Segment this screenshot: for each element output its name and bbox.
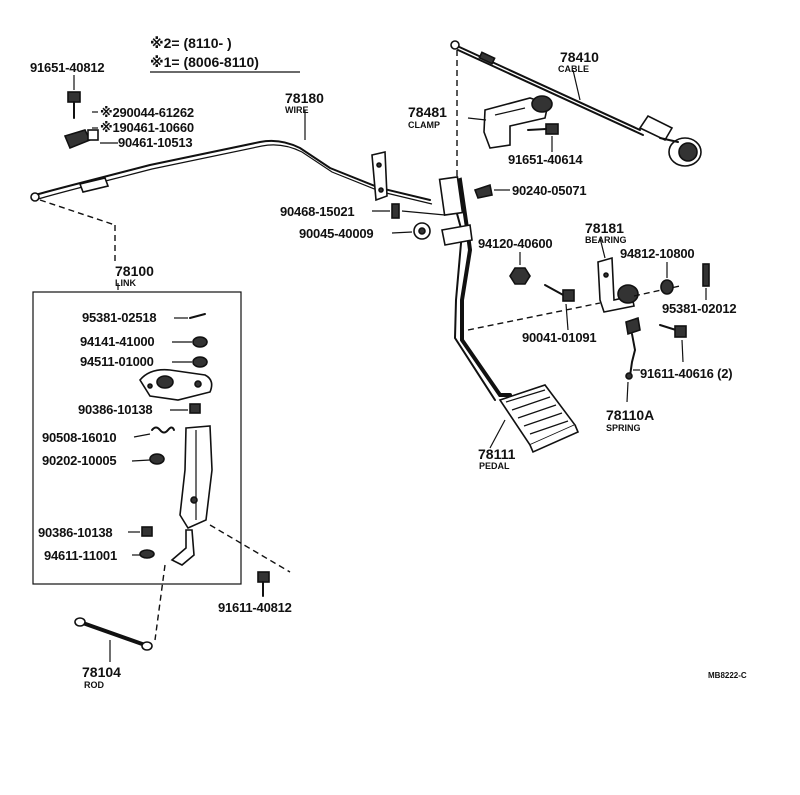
clamp-78481-drawing <box>483 95 553 149</box>
leader-90041 <box>565 303 569 331</box>
link-90468 <box>401 210 446 216</box>
bearing-78181-drawing <box>597 256 639 313</box>
leader-78110A <box>626 381 629 403</box>
link-to-rod-dashed <box>154 564 166 641</box>
label-78100: 78100 <box>115 263 154 279</box>
clip-90461-drawing <box>63 129 99 150</box>
label-90461-10513: 90461-10513 <box>118 135 192 150</box>
label-78100-name: LINK <box>115 278 136 288</box>
label-90386-10138-b: 90386-10138 <box>38 525 112 540</box>
shaft-centerline-2 <box>633 285 681 297</box>
diagram-code: MB8222-C <box>708 671 747 680</box>
label-90044-61262: ※290044-61262 <box>100 105 194 120</box>
washer-94511-drawing <box>192 356 208 368</box>
washer-94141-drawing <box>192 336 208 348</box>
washer-90202-drawing <box>149 453 165 465</box>
label-95381-02012: 95381-02012 <box>662 301 736 316</box>
label-90240-05071: 90240-05071 <box>512 183 586 198</box>
shaft-centerline <box>467 302 601 331</box>
label-78481: 78481 <box>408 104 447 120</box>
leader-78410 <box>572 69 581 101</box>
label-78110A: 78110A <box>606 407 654 423</box>
note-1: ※1= (8006-8110) <box>150 54 259 70</box>
label-94611-11001: 94611-11001 <box>44 548 117 563</box>
leader-78481 <box>467 117 487 121</box>
leader-90508 <box>133 433 151 438</box>
leader-91611-40616 <box>681 339 684 363</box>
label-94120-40600: 94120-40600 <box>478 236 552 251</box>
leader-90045 <box>391 231 413 234</box>
washer-94812-drawing <box>660 279 674 295</box>
label-90508-16010: 90508-16010 <box>42 430 116 445</box>
pin-95381-02012-drawing <box>702 263 710 287</box>
label-90045-40009: 90045-40009 <box>299 226 373 241</box>
label-91651-40614: 91651-40614 <box>508 152 583 167</box>
link-arm-drawing <box>170 425 213 566</box>
bolt-91611-40812-drawing <box>257 571 270 597</box>
note-2: ※2= (8110- ) <box>150 35 232 51</box>
label-91611-40616: 91611-40616 (2) <box>640 366 732 381</box>
label-78181: 78181 <box>585 220 624 236</box>
label-91651-40812: 91651-40812 <box>30 60 104 75</box>
label-90041-01091: 90041-01091 <box>522 330 596 345</box>
label-78111-name: PEDAL <box>479 461 510 471</box>
label-78104-name: ROD <box>84 680 105 690</box>
spring-90508-drawing <box>151 426 175 434</box>
label-78180: 78180 <box>285 90 324 106</box>
leader-90202 <box>131 459 151 462</box>
leader-78111 <box>489 419 506 449</box>
bushing-90386-b-drawing <box>141 526 153 537</box>
label-78481-name: CLAMP <box>408 120 440 130</box>
stopper-90240-drawing <box>473 183 493 199</box>
applicability-notes: ※2= (8110- ) ※1= (8006-8110) <box>150 35 300 73</box>
wire-to-link-dashed <box>39 199 116 226</box>
label-90461-10660: ※190461-10660 <box>100 120 194 135</box>
bushing-90045-drawing <box>413 222 431 240</box>
label-90386-10138-a: 90386-10138 <box>78 402 152 417</box>
nut-94120-drawing <box>509 267 531 285</box>
label-78110A-name: SPRING <box>606 423 641 433</box>
cable-78410-drawing <box>450 40 702 167</box>
label-94812-10800: 94812-10800 <box>620 246 694 261</box>
label-78111: 78111 <box>478 446 516 462</box>
leader-78181 <box>599 237 606 259</box>
label-90202-10005: 90202-10005 <box>42 453 116 468</box>
rod-78104-drawing <box>74 617 153 651</box>
spring-78110A-drawing <box>625 316 641 380</box>
label-78104: 78104 <box>82 664 121 680</box>
washer-94611-drawing <box>139 549 155 559</box>
label-95381-02518: 95381-02518 <box>82 310 156 325</box>
label-94141-41000: 94141-41000 <box>80 334 154 349</box>
bolt-91651-40812-drawing <box>67 91 81 119</box>
bushing-90386-a-drawing <box>189 403 201 414</box>
label-78410-name: CABLE <box>558 64 589 74</box>
label-91611-40812: 91611-40812 <box>218 600 292 615</box>
bolt-91651-40614-drawing <box>527 123 559 135</box>
link-lever-drawing <box>139 368 213 401</box>
pedal-78111-drawing <box>438 50 580 454</box>
wire-78180-drawing <box>30 139 433 205</box>
pin-90468-drawing <box>391 203 400 219</box>
link-78100-frame <box>32 291 242 585</box>
bolt-91611-40616-drawing <box>659 324 687 338</box>
label-78181-name: BEARING <box>585 235 627 245</box>
pin-95381-02518-drawing <box>189 313 206 319</box>
link-to-bolt-dashed <box>209 524 291 573</box>
label-78410: 78410 <box>560 49 599 65</box>
label-94511-01000: 94511-01000 <box>80 354 154 369</box>
bolt-90041-drawing <box>544 284 575 302</box>
label-90468-15021: 90468-15021 <box>280 204 354 219</box>
label-78180-name: WIRE <box>285 105 309 115</box>
